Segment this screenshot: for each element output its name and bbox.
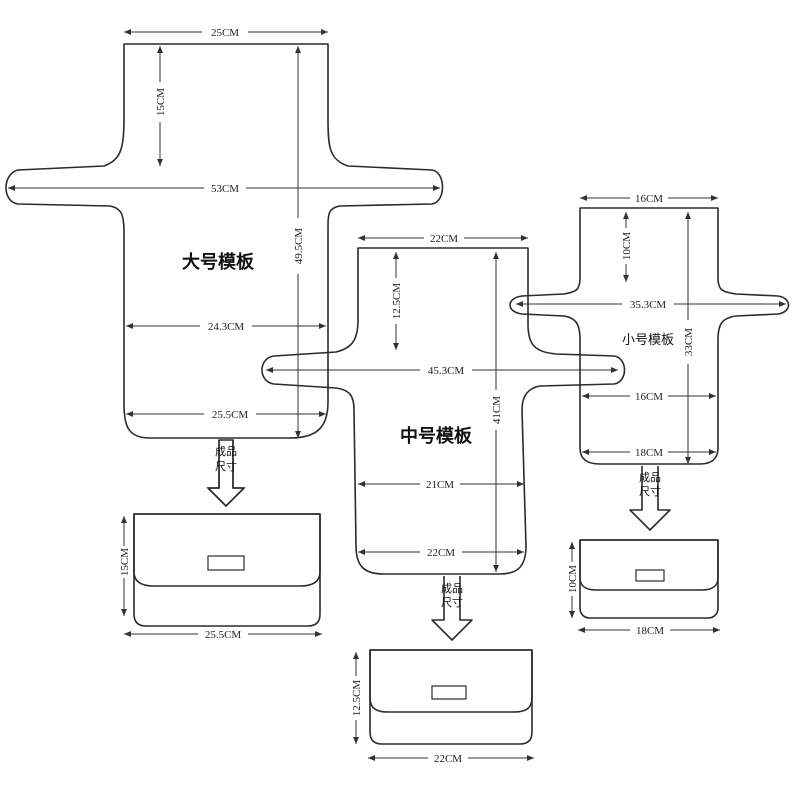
small-top-width: 16CM (635, 193, 663, 205)
large-clasp (207, 555, 245, 571)
large-span: 53CM (211, 183, 239, 195)
medium-template: 22CM 12.5CM 45.3CM 41CM 21CM 22CM 中号模板 (261, 231, 626, 575)
small-arrow-label-1: 成品 (639, 471, 661, 484)
medium-bottom-width: 22CM (427, 547, 455, 559)
medium-arrow-label-1: 成品 (441, 582, 463, 595)
large-arrow-label-1: 成品 (215, 445, 237, 458)
medium-finished-bag: 12.5CM 22CM (350, 649, 534, 765)
large-template: 25CM 15CM 53CM 49.5CM 24.3CM 25.5CM 大号模板 (5, 25, 444, 439)
large-template-outline (5, 43, 444, 439)
medium-finished-height: 12.5CM (351, 680, 363, 717)
large-arrow: 成品 尺寸 (206, 439, 246, 507)
small-arrow: 成品 尺寸 (629, 466, 671, 531)
small-finished-width: 18CM (636, 625, 664, 637)
large-bottom-width: 25.5CM (212, 409, 249, 421)
medium-total-height: 41CM (491, 396, 503, 424)
small-clasp (635, 569, 665, 582)
large-neck-height: 15CM (155, 88, 167, 116)
medium-clasp (431, 685, 467, 700)
medium-arrow-label-2: 尺寸 (441, 595, 463, 609)
medium-arrow: 成品 尺寸 (431, 576, 473, 641)
large-template-title: 大号模板 (182, 251, 255, 273)
small-template: 16CM 10CM 35.3CM 33CM 16CM 18CM 小号模板 (509, 191, 790, 465)
small-template-title: 小号模板 (622, 333, 674, 348)
medium-span: 45.3CM (428, 365, 465, 377)
small-neck-height: 10CM (621, 232, 633, 260)
large-top-width: 25CM (211, 27, 239, 39)
large-finished-width: 25.5CM (205, 629, 242, 641)
medium-neck-height: 12.5CM (391, 283, 403, 320)
large-total-height: 49.5CM (293, 228, 305, 265)
small-span: 35.3CM (630, 299, 667, 311)
small-bottom-width: 18CM (635, 447, 663, 459)
large-finished-bag: 15CM 25.5CM (118, 513, 322, 641)
medium-template-outline (261, 247, 626, 575)
large-arrow-label-2: 尺寸 (215, 459, 237, 473)
large-mid-width: 24.3CM (208, 321, 245, 333)
small-arrow-label-2: 尺寸 (639, 484, 661, 498)
small-mid-width: 16CM (635, 391, 663, 403)
medium-mid-width: 21CM (426, 479, 454, 491)
medium-template-title: 中号模板 (400, 425, 473, 447)
medium-finished-width: 22CM (434, 753, 462, 765)
small-total-height: 33CM (683, 328, 695, 356)
large-finished-height: 15CM (119, 548, 131, 576)
medium-top-width: 22CM (430, 233, 458, 245)
small-finished-bag: 10CM 18CM (566, 539, 720, 637)
small-finished-height: 10CM (567, 565, 579, 593)
small-template-outline (509, 207, 790, 465)
